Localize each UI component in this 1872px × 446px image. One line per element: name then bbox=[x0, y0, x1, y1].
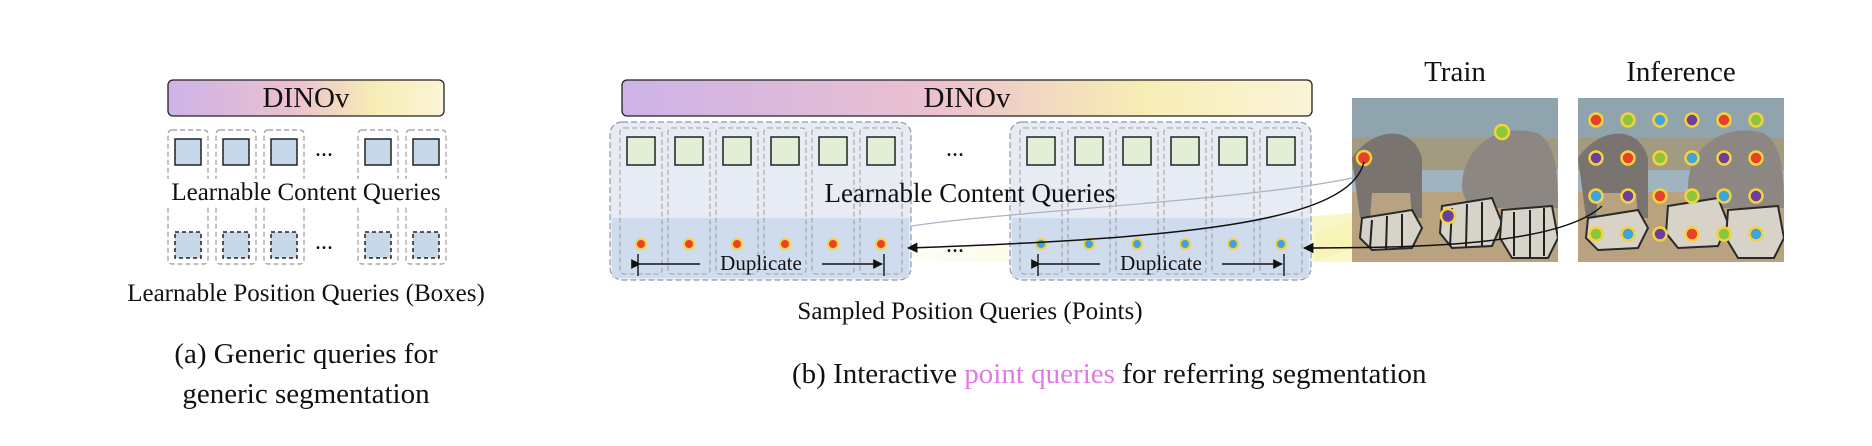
ellipsis-content-a: ... bbox=[315, 136, 333, 162]
content-query-squares-a bbox=[174, 138, 440, 166]
duplicate-label-left: Duplicate bbox=[720, 251, 802, 275]
content-queries-label-a: Learnable Content Queries bbox=[128, 179, 484, 207]
position-queries-label-a: Learnable Position Queries (Boxes) bbox=[127, 280, 485, 307]
position-queries-label-b: Sampled Position Queries (Points) bbox=[797, 298, 1143, 325]
ellipsis-position-b: ... bbox=[946, 232, 964, 258]
train-label: Train bbox=[1424, 56, 1486, 88]
query-columns-a bbox=[167, 129, 447, 265]
duplicate-bracket-left bbox=[631, 254, 885, 276]
train-image bbox=[1352, 98, 1558, 262]
sampled-point bbox=[1684, 150, 1700, 166]
content-queries-label-b: Learnable Content Queries bbox=[824, 178, 1116, 208]
dinov-label-b: DINOv bbox=[923, 82, 1011, 114]
sampled-point bbox=[1652, 112, 1668, 128]
sampled-point bbox=[1684, 226, 1700, 242]
sampled-point bbox=[1748, 226, 1764, 242]
caption-b-suffix: for referring segmentation bbox=[1114, 358, 1427, 390]
sampled-point bbox=[1716, 188, 1732, 204]
sampled-point bbox=[1748, 188, 1764, 204]
sampled-point bbox=[1588, 112, 1604, 128]
point-queries-red bbox=[635, 238, 887, 250]
duplicate-label-right: Duplicate bbox=[1120, 251, 1202, 275]
dinov-bar-a bbox=[167, 79, 445, 117]
sampled-point bbox=[1620, 150, 1636, 166]
caption-b-prefix: (b) Interactive bbox=[792, 358, 965, 390]
sampled-point bbox=[1716, 150, 1732, 166]
position-query-boxes-a bbox=[174, 231, 440, 259]
inference-image bbox=[1578, 98, 1784, 262]
sampled-point bbox=[1588, 188, 1604, 204]
sampled-point bbox=[1620, 188, 1636, 204]
sampled-point bbox=[1684, 112, 1700, 128]
ellipsis-position-a: ... bbox=[315, 229, 333, 255]
sampled-point bbox=[1620, 226, 1636, 242]
dinov-label-a: DINOv bbox=[262, 82, 350, 114]
sampled-point bbox=[1716, 226, 1732, 242]
sampled-point bbox=[1684, 188, 1700, 204]
sampled-point bbox=[1588, 226, 1604, 242]
sampled-point bbox=[1620, 112, 1636, 128]
caption-b: (b) Interactive point queries for referr… bbox=[792, 358, 1427, 391]
inference-label: Inference bbox=[1626, 56, 1736, 88]
sampled-point bbox=[1652, 188, 1668, 204]
sampled-point bbox=[1652, 226, 1668, 242]
sampled-point bbox=[1652, 150, 1668, 166]
dinov-bar-b bbox=[621, 79, 1313, 117]
ellipsis-content-b: ... bbox=[946, 136, 964, 162]
sampled-point bbox=[1748, 150, 1764, 166]
caption-a-line2: generic segmentation bbox=[182, 378, 430, 410]
sampled-point bbox=[1588, 150, 1604, 166]
query-columns-b bbox=[619, 127, 1303, 275]
sampled-point bbox=[1748, 112, 1764, 128]
sampled-point bbox=[1716, 112, 1732, 128]
duplicate-bracket-right bbox=[1031, 254, 1285, 276]
caption-a-line1: (a) Generic queries for bbox=[174, 338, 438, 370]
caption-b-highlight: point queries bbox=[964, 358, 1115, 390]
